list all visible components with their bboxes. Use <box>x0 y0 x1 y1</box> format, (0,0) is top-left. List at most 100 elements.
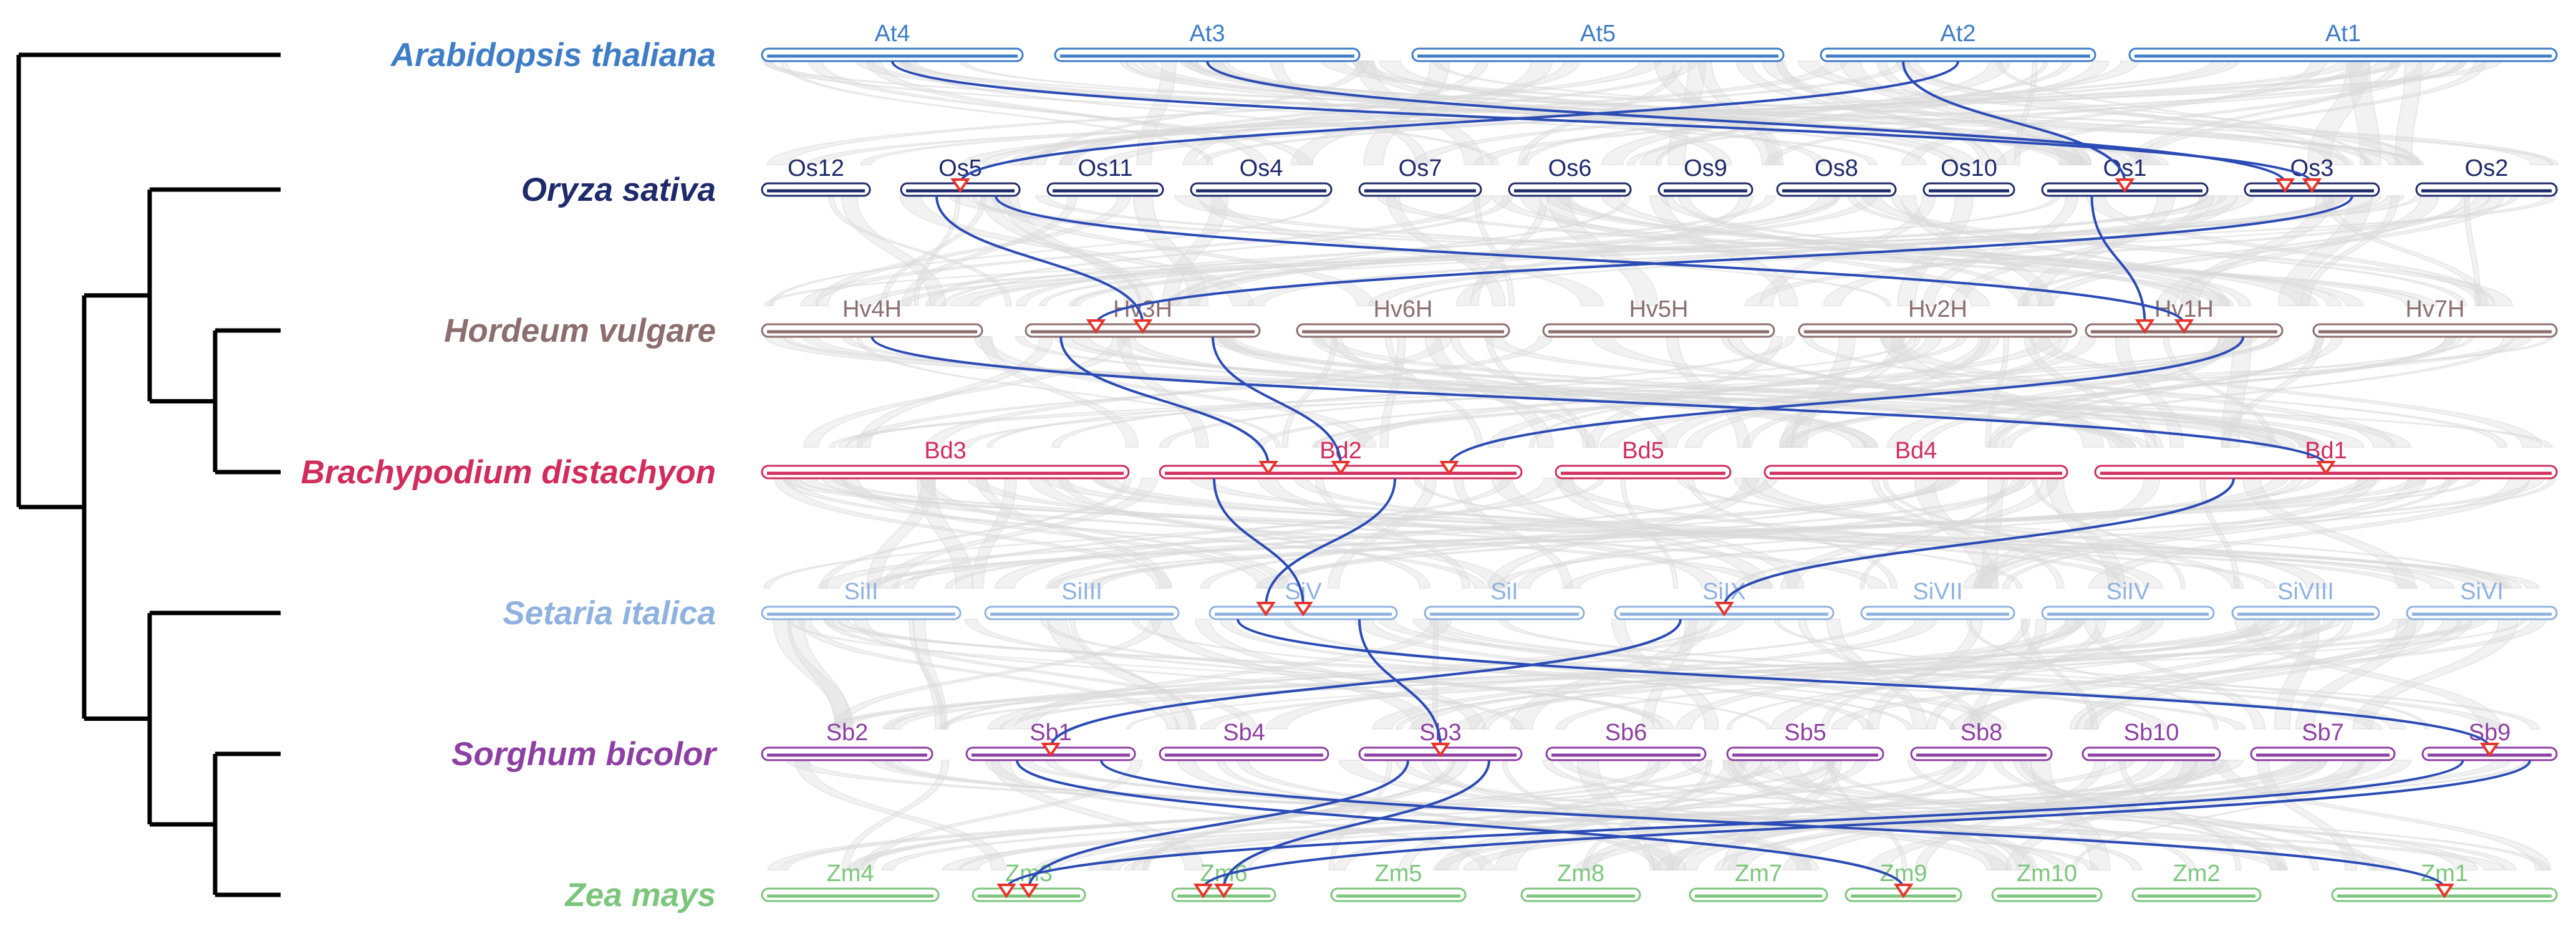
background-link <box>846 336 1553 448</box>
background-link <box>819 478 1132 589</box>
chromosome-At1: At1 <box>2128 21 2558 62</box>
background-link <box>808 60 1313 165</box>
background-link <box>881 478 1158 589</box>
background-link <box>814 195 1131 306</box>
highlight-link <box>1049 619 1682 748</box>
highlight-link <box>959 60 1959 184</box>
background-synteny-links <box>761 60 2559 871</box>
background-link <box>944 478 1956 589</box>
background-link <box>1879 336 2396 448</box>
gene-marker <box>1293 602 1313 617</box>
background-link <box>2234 619 2502 730</box>
background-link <box>2002 478 2453 589</box>
chromosome-Bd4: Bd4 <box>1763 438 2068 480</box>
chromosome-label: Zm8 <box>1557 861 1604 887</box>
background-link <box>841 195 947 306</box>
background-link <box>904 478 1512 589</box>
species-label-1: Oryza sativa <box>521 171 716 208</box>
chromosome-label: At3 <box>1189 21 1225 47</box>
background-link <box>824 619 1524 730</box>
gene-marker <box>1193 884 1213 899</box>
chromosome-Sb4: Sb4 <box>1159 720 1329 761</box>
chromosome-label: Bd4 <box>1895 438 1937 464</box>
background-link <box>2180 195 2335 306</box>
background-link <box>768 195 1331 306</box>
gene-marker <box>1041 743 1061 758</box>
background-link <box>987 619 1745 730</box>
background-link <box>2038 195 2504 306</box>
chromosome-label: Bd1 <box>2305 438 2347 464</box>
background-link <box>1487 336 1942 448</box>
background-link <box>899 195 1255 306</box>
chromosome-Os9: Os9 <box>1657 155 1754 197</box>
chromosome-Sb8: Sb8 <box>1910 720 2053 761</box>
gene-marker <box>996 884 1016 899</box>
chromosome-Os7: Os7 <box>1358 155 1482 197</box>
background-link <box>1432 60 2374 165</box>
background-link <box>2028 336 2543 448</box>
chromosome-label: Sb5 <box>1784 720 1826 746</box>
gene-marker <box>1213 884 1234 899</box>
gene-marker <box>2434 884 2454 899</box>
background-link <box>1555 619 2336 730</box>
background-link <box>856 336 1281 448</box>
chromosome-label: Hv4H <box>842 296 902 322</box>
chromosome-label: Sb4 <box>1223 720 1265 746</box>
chromosome-Zm10: Zm10 <box>1991 861 2103 902</box>
background-link <box>1386 195 1507 306</box>
chromosome-Sb2: Sb2 <box>761 720 933 761</box>
gene-marker <box>1439 461 1459 476</box>
background-link <box>2020 619 2098 730</box>
background-link <box>1038 195 2061 306</box>
chromosome-Sb6: Sb6 <box>1545 720 1707 761</box>
chromosome-label: Os3 <box>2290 155 2334 181</box>
chromosome-label: At1 <box>2325 21 2361 47</box>
chromosome-label: Sb8 <box>1961 720 2003 746</box>
background-link <box>1071 195 2382 306</box>
species-label-6: Zea mays <box>564 877 716 914</box>
background-link <box>1866 760 2366 871</box>
highlight-link <box>1222 760 1490 889</box>
background-link <box>1576 760 1674 871</box>
background-link <box>836 619 2247 730</box>
gene-marker <box>950 178 970 193</box>
chromosome-At5: At5 <box>1411 21 1785 62</box>
background-link <box>1095 478 2522 589</box>
highlight-link <box>1213 478 1305 607</box>
background-link <box>1015 336 2137 448</box>
chromosome-SiI: SiI <box>1424 579 1585 620</box>
chromosome-label: SiII <box>844 579 879 605</box>
background-link <box>1485 336 1589 448</box>
chromosome-label: Hv2H <box>1908 296 1967 322</box>
background-link <box>1677 478 2512 589</box>
chromosome-Sb7: Sb7 <box>2250 720 2396 761</box>
chromosome-label: Sb7 <box>2302 720 2344 746</box>
background-link <box>919 478 1290 589</box>
species-label-3: Brachypodium distachyon <box>301 454 716 491</box>
background-link <box>1995 60 2370 165</box>
chromosome-label: Os9 <box>1684 155 1727 181</box>
chromosome-Os11: Os11 <box>1046 155 1164 197</box>
chromosome-label: Sb10 <box>2124 720 2179 746</box>
chromosome-At2: At2 <box>1820 21 2096 62</box>
background-link <box>2005 760 2199 871</box>
background-link <box>1860 478 2009 589</box>
background-link <box>1840 60 2083 165</box>
chromosome-label: Sb6 <box>1605 720 1647 746</box>
background-link <box>1215 336 2365 448</box>
chromosome-label: Hv5H <box>1629 296 1688 322</box>
chromosome-label: SiIX <box>1702 579 1746 605</box>
chromosome-Zm7: Zm7 <box>1689 861 1828 902</box>
highlight-link <box>1358 619 1442 748</box>
chromosome-Zm2: Zm2 <box>2131 861 2262 902</box>
chromosome-label: Zm2 <box>2173 861 2221 887</box>
chromosome-label: Os4 <box>1240 155 1283 181</box>
background-link <box>916 478 974 589</box>
chromosome-label: Sb2 <box>826 720 869 746</box>
background-link <box>1802 336 2508 448</box>
chromosome-label: Zm5 <box>1375 861 1422 887</box>
highlight-link <box>1100 760 2446 889</box>
highlight-link <box>2090 195 2146 325</box>
highlight-link <box>1028 760 1409 889</box>
